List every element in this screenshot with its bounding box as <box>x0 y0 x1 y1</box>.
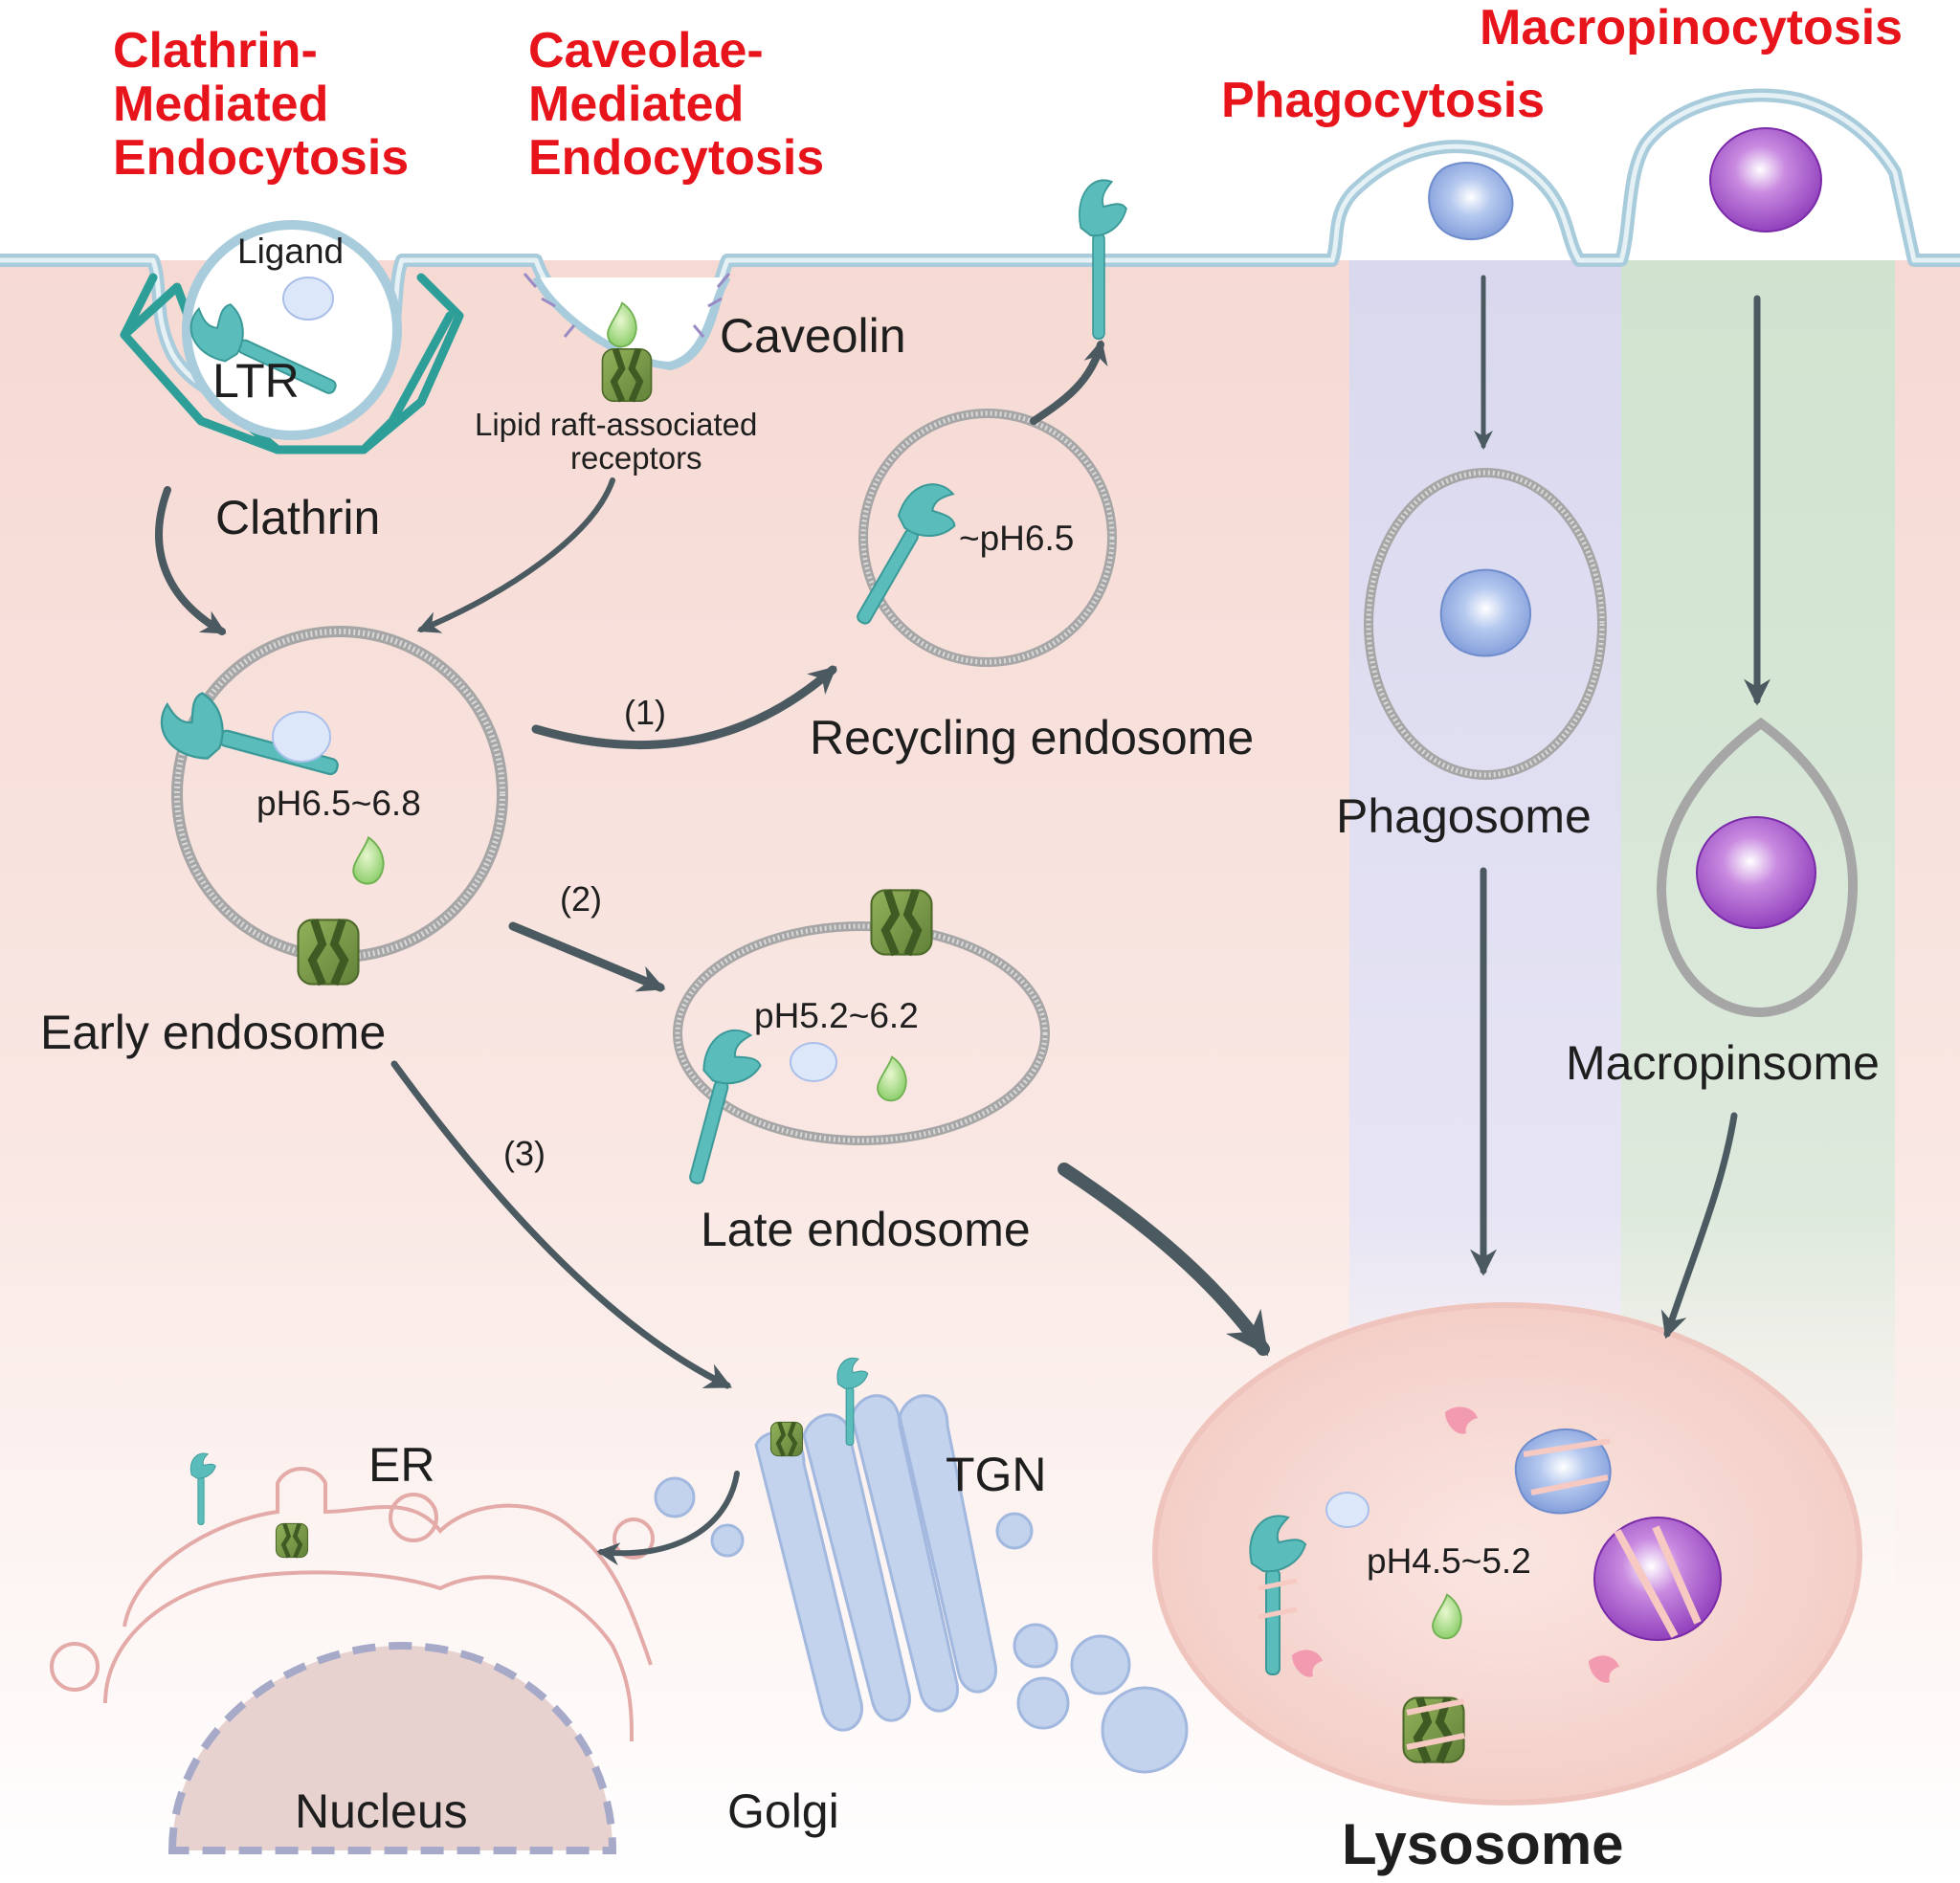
clathrin-title-line1: Clathrin- <box>113 23 318 78</box>
phagocytosis-title: Phagocytosis <box>1221 73 1545 128</box>
macropinocytosis-title: Macropinocytosis <box>1480 0 1903 55</box>
pathway-arrows <box>155 275 1771 1566</box>
phagosome <box>1364 468 1607 780</box>
route-3-label: (3) <box>503 1134 546 1173</box>
caveolae-pit <box>523 273 731 401</box>
golgi-label: Golgi <box>727 1784 839 1838</box>
nucleus <box>167 1641 617 1854</box>
lysosome-ph: pH4.5~5.2 <box>1367 1541 1531 1581</box>
macropinosome <box>1656 717 1859 1018</box>
lipid-raft-label-line1: Lipid raft-associated <box>475 407 757 442</box>
clathrin-label: Clathrin <box>215 491 380 544</box>
ligand-label: Ligand <box>237 232 344 271</box>
early-endosome-ph: pH6.5~6.8 <box>256 784 421 823</box>
macropinocytic-fluid <box>1709 127 1822 233</box>
er-label: ER <box>368 1438 434 1492</box>
phagosome-label: Phagosome <box>1336 789 1592 843</box>
arrow-late-to-lysosome <box>1058 1163 1270 1357</box>
recycling-endosome-label: Recycling endosome <box>810 711 1254 764</box>
recycling-endosome <box>840 409 1117 667</box>
clathrin-coated-pit <box>120 220 464 454</box>
late-endosome <box>672 890 1050 1193</box>
arrow-route-3 <box>390 1060 733 1389</box>
caveolin-label: Caveolin <box>720 309 906 363</box>
late-endosome-label: Late endosome <box>701 1203 1031 1256</box>
arrow-recycle-to-membrane <box>1030 340 1108 425</box>
arrow-clathrin-to-early <box>155 486 227 635</box>
route-2-label: (2) <box>560 879 602 919</box>
golgi-apparatus <box>654 1394 1189 1774</box>
nucleus-label: Nucleus <box>295 1784 468 1838</box>
caveolae-title-line2: Mediated <box>528 77 744 132</box>
early-endosome-label: Early endosome <box>40 1006 386 1059</box>
arrow-caveolae-to-early <box>416 477 615 633</box>
ltr-label: LTR <box>212 354 300 408</box>
lysosome <box>1152 1302 1862 1805</box>
arrow-golgi-to-er <box>596 1471 740 1566</box>
caveolae-title-line3: Endocytosis <box>528 130 824 186</box>
endoplasmic-reticulum <box>50 1467 655 1742</box>
caveolin-block <box>603 349 652 401</box>
caveolae-title-line1: Caveolae- <box>528 23 764 78</box>
early-endosome <box>152 626 508 985</box>
recycling-endosome-ph: ~pH6.5 <box>959 519 1074 558</box>
ligand-blob <box>282 277 334 321</box>
lysosome-label: Lysosome <box>1342 1812 1624 1876</box>
arrow-route-1 <box>531 665 837 750</box>
clathrin-title-line3: Endocytosis <box>113 130 409 186</box>
phagocytic-particle <box>1428 162 1514 241</box>
arrow-route-2 <box>508 921 666 992</box>
arrow-macropinosome-to-lysosome <box>1660 1112 1738 1340</box>
macropinosome-label: Macropinsome <box>1566 1036 1880 1090</box>
clathrin-cage <box>120 273 464 454</box>
clathrin-title-line2: Mediated <box>113 77 328 132</box>
lipid-raft-label-line2: receptors <box>570 440 702 476</box>
late-endosome-ph: pH5.2~6.2 <box>754 996 919 1035</box>
route-1-label: (1) <box>624 693 666 732</box>
tgn-label: TGN <box>946 1448 1047 1501</box>
